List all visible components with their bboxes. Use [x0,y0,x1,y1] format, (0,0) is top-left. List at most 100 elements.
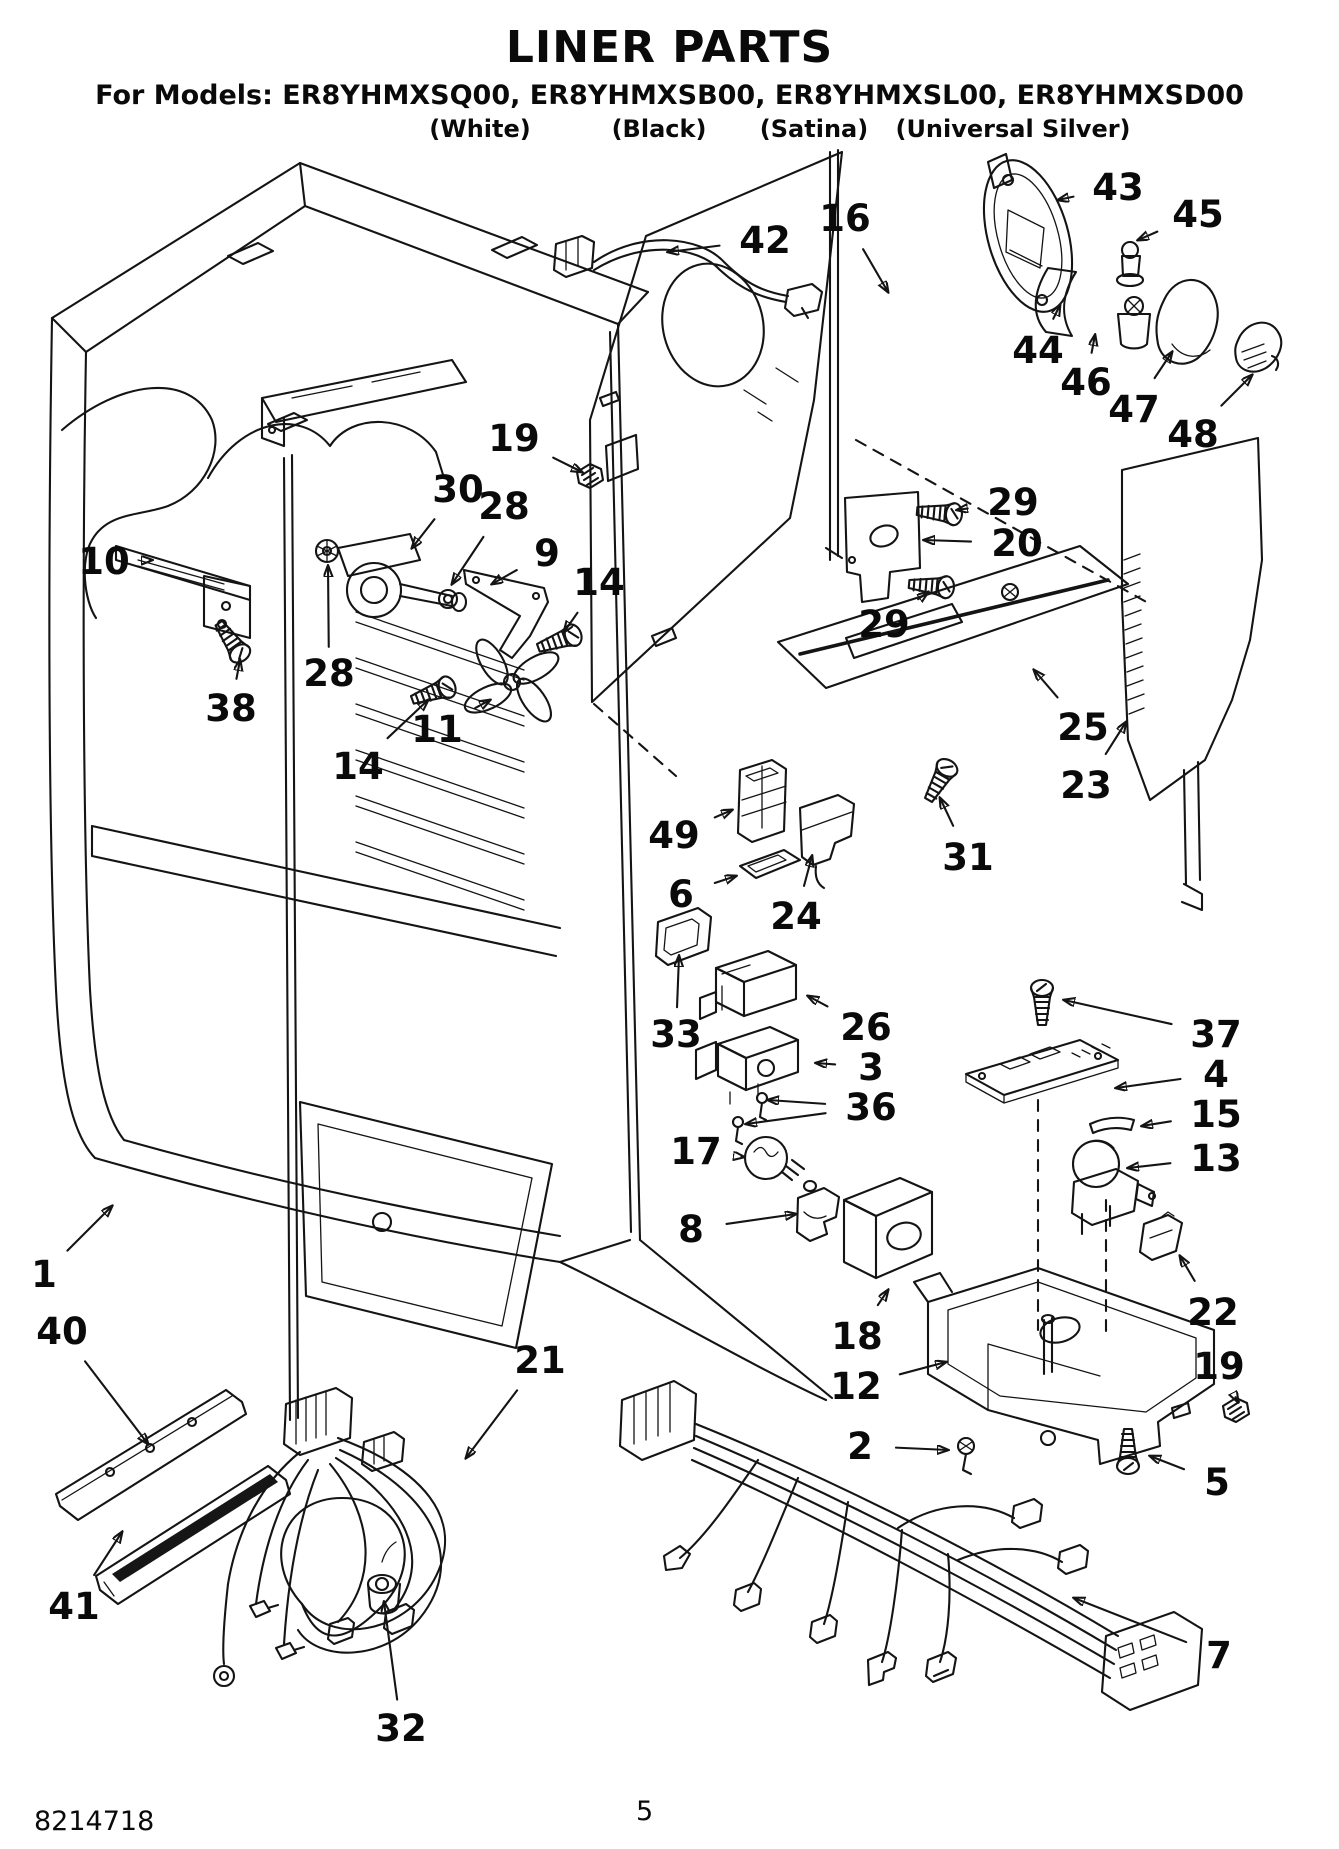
callout-18: 18 [831,1290,888,1358]
callout-number: 7 [1206,1634,1232,1677]
frame-part-33 [654,906,713,967]
callout-arrow [1138,232,1159,240]
callout-number: 19 [1193,1345,1245,1388]
callout-44: 44 [1012,305,1064,372]
callout-33: 33 [650,956,702,1056]
callout-7: 7 [1074,1598,1232,1677]
callout-number: 29 [858,603,910,646]
strip-part-15 [1088,1116,1136,1135]
assembly-axis-lines [854,438,1152,1334]
callout-arrow [93,1532,122,1577]
callout-number: 36 [845,1086,897,1129]
callout-11: 11 [411,700,490,751]
callout-arrow [474,700,490,708]
callout-arrow [1074,1598,1188,1644]
callout-number: 45 [1172,193,1224,236]
callout-arrow [677,956,679,1009]
callout-arrow [384,1602,399,1701]
bracket-part-26 [698,949,798,1021]
callout-28: 28 [452,485,530,584]
evaporator-cover-part-18 [842,1176,934,1280]
callout-29: 29 [858,592,928,646]
callout-number: 22 [1187,1291,1239,1334]
callout-arrow [768,1100,827,1104]
defrost-timer-part-13 [1070,1139,1157,1236]
callout-1: 1 [31,1206,112,1296]
callout-arrow [1128,1163,1172,1168]
valve-part-45 [1115,240,1145,288]
callout-number: 33 [650,1013,702,1056]
callout-arrow [918,592,928,599]
trim-strip-part-40 [54,1388,248,1522]
cabinet-liner-part-1 [48,161,834,1422]
callout-number: 44 [1012,329,1064,372]
trim-strip-part-41 [94,1464,292,1606]
screw-part-5 [1115,1427,1141,1476]
callout-number: 17 [670,1130,722,1173]
callout-number: 25 [1057,706,1109,749]
callout-24: 24 [770,856,822,938]
cap-part-48 [1234,321,1283,373]
callout-number: 2 [847,1425,873,1468]
callout-21: 21 [466,1339,566,1458]
callout-arrow [862,248,888,292]
callout-number: 49 [648,814,700,857]
callout-41: 41 [48,1532,122,1628]
callout-45: 45 [1138,193,1224,240]
callout-number: 37 [1190,1013,1242,1056]
star-washer-part-28-rear [314,538,340,564]
callout-arrow [412,518,436,548]
washer-part-28-front [437,588,459,610]
callout-number: 26 [840,1006,892,1049]
callout-number: 15 [1190,1093,1242,1136]
callout-32: 32 [375,1602,427,1750]
callout-number: 29 [987,481,1039,524]
callout-arrow [1150,1456,1186,1471]
callout-arrow [236,660,240,680]
callout-16: 16 [819,197,888,292]
callout-4: 4 [1116,1053,1229,1096]
callout-2: 2 [847,1425,948,1468]
control-part-3 [694,1025,800,1105]
callout-arrow [725,1214,796,1225]
callout-number: 18 [831,1315,883,1358]
callout-number: 31 [942,836,994,879]
wire-harness-part-7 [618,1379,1204,1712]
callout-number: 14 [332,745,384,788]
callout-arrow [84,1360,148,1444]
wire-harness-part-42 [552,234,824,320]
callout-26: 26 [808,996,892,1049]
callout-arrow [552,456,582,472]
callout-number: 30 [432,468,484,511]
callout-3: 3 [816,1046,884,1089]
callout-47: 47 [1108,352,1172,431]
callout-36: 36 [746,1086,897,1129]
callout-number: 4 [1203,1053,1229,1096]
fan-blade-part-11 [463,638,560,723]
callout-9: 9 [492,532,560,584]
callout-number: 5 [1204,1461,1230,1504]
callout-number: 12 [830,1365,882,1408]
callout-43: 43 [1058,166,1144,209]
callout-arrow [816,1063,837,1064]
callout-arrow [924,540,973,542]
callout-arrow [957,508,969,510]
callout-number: 19 [488,417,540,460]
callout-number: 38 [205,687,257,730]
callout-arrow [1053,305,1060,320]
duct-cover-part-25 [776,544,1130,690]
page-title: LINER PARTS [505,22,834,73]
insulation-sheet-part-44 [1034,266,1078,338]
callout-number: 43 [1092,166,1144,209]
callout-arrow [452,535,485,584]
gasket-part-6 [738,848,802,880]
callout-arrow [328,566,329,648]
callout-40: 40 [36,1310,148,1444]
mounting-rail [260,358,468,448]
callout-arrow [1180,1256,1196,1282]
callout-42: 42 [668,219,791,262]
callout-arrow [713,810,732,817]
callout-arrow [668,244,721,252]
